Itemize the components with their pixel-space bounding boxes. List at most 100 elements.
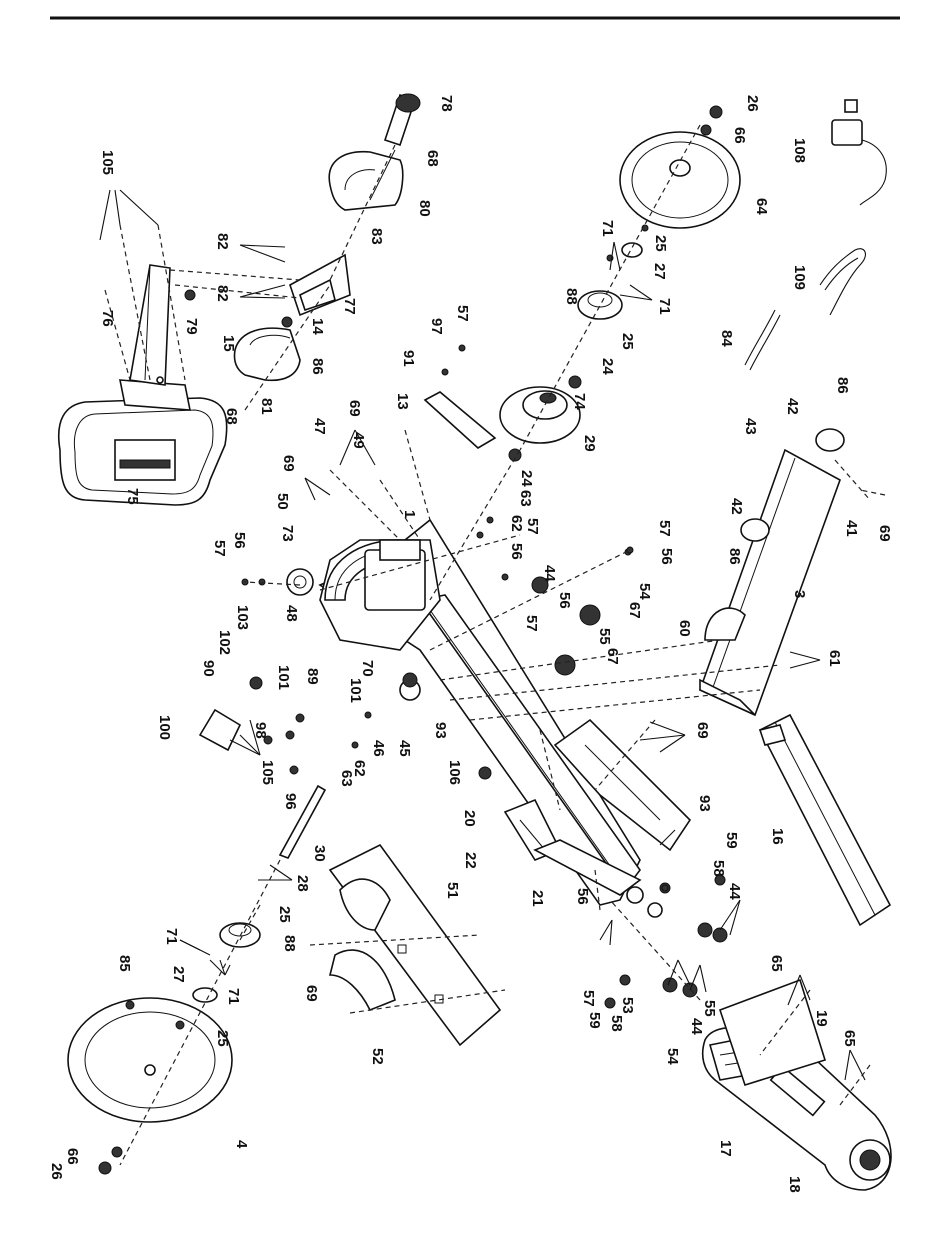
part-label-73: 73 xyxy=(279,525,296,542)
part-label-86a: 86 xyxy=(309,358,326,375)
part-label-66a: 66 xyxy=(731,127,748,144)
part-label-78: 78 xyxy=(438,95,455,112)
part-label-101a: 101 xyxy=(275,665,292,690)
part-label-21: 21 xyxy=(529,890,546,907)
part-label-71b: 71 xyxy=(656,298,673,315)
part-label-42a: 42 xyxy=(784,398,801,415)
part-label-62b: 62 xyxy=(351,760,368,777)
part-label-22: 22 xyxy=(462,852,479,869)
part-label-42b: 42 xyxy=(728,498,745,515)
part-label-69e: 69 xyxy=(303,985,320,1002)
part-label-82a: 82 xyxy=(214,233,231,250)
part-label-16: 16 xyxy=(769,828,786,845)
part-label-1: 1 xyxy=(401,510,418,518)
axle xyxy=(278,784,327,859)
part-label-56d: 56 xyxy=(556,592,573,609)
part-label-105a: 105 xyxy=(99,150,116,175)
seat-carriage xyxy=(119,264,191,411)
part-label-63a: 63 xyxy=(517,490,534,507)
part-label-82b: 82 xyxy=(214,285,231,302)
handle-grip xyxy=(328,949,396,1012)
part-label-77: 77 xyxy=(341,298,358,315)
part-label-25a: 25 xyxy=(652,235,669,252)
part-label-109: 109 xyxy=(791,265,808,290)
foot-assembly xyxy=(701,978,892,1191)
part-label-62a: 62 xyxy=(508,515,525,532)
part-label-60: 60 xyxy=(676,620,693,637)
part-label-86c: 86 xyxy=(726,548,743,565)
part-label-106: 106 xyxy=(446,760,463,785)
part-label-30: 30 xyxy=(311,845,328,862)
part-label-49: 49 xyxy=(350,432,367,449)
part-label-67b: 67 xyxy=(604,648,621,665)
part-label-67a: 67 xyxy=(626,602,643,619)
part-label-58b: 58 xyxy=(608,1015,625,1032)
part-label-57b: 57 xyxy=(454,305,471,322)
part-label-3: 3 xyxy=(791,590,808,598)
part-label-69d: 69 xyxy=(694,722,711,739)
stabilizer-bracket xyxy=(423,391,497,449)
part-label-25b: 25 xyxy=(619,333,636,350)
part-label-19: 19 xyxy=(813,1010,830,1027)
front-cover xyxy=(328,843,502,1047)
part-label-75: 75 xyxy=(124,488,141,505)
part-label-4: 4 xyxy=(233,1140,250,1149)
part-label-15: 15 xyxy=(220,335,237,352)
part-label-17: 17 xyxy=(717,1140,734,1157)
part-label-66b: 66 xyxy=(64,1148,81,1165)
part-label-96: 96 xyxy=(282,793,299,810)
part-label-55a: 55 xyxy=(596,628,613,645)
part-label-27a: 27 xyxy=(651,263,668,280)
part-label-58a: 58 xyxy=(710,860,727,877)
part-label-80: 80 xyxy=(416,200,433,217)
part-label-57f: 57 xyxy=(580,990,597,1007)
part-label-69b: 69 xyxy=(280,455,297,472)
part-label-68b: 68 xyxy=(223,408,240,425)
part-label-56c: 56 xyxy=(658,548,675,565)
part-label-101b: 101 xyxy=(347,678,364,703)
part-label-48: 48 xyxy=(283,605,300,622)
part-label-54b: 54 xyxy=(664,1048,681,1065)
part-label-69a: 69 xyxy=(346,400,363,417)
part-label-70: 70 xyxy=(359,660,376,677)
part-label-55b: 55 xyxy=(701,1000,718,1017)
assembly-lines xyxy=(104,124,886,1166)
part-label-44c: 44 xyxy=(688,1018,705,1035)
part-label-65a: 65 xyxy=(768,955,785,972)
flywheel-disc-left xyxy=(67,997,233,1123)
part-label-28: 28 xyxy=(294,875,311,892)
part-label-57e: 57 xyxy=(523,615,540,632)
part-label-43: 43 xyxy=(742,418,759,435)
part-label-41: 41 xyxy=(843,520,860,537)
part-label-71c: 71 xyxy=(163,928,180,945)
hub-right xyxy=(577,242,643,320)
part-label-57c: 57 xyxy=(524,518,541,535)
pedal-arm xyxy=(533,839,642,896)
flywheel-disc-right xyxy=(619,131,741,229)
handlebar-assembly xyxy=(328,93,421,211)
part-label-102: 102 xyxy=(216,630,233,655)
part-label-93a: 93 xyxy=(432,722,449,739)
part-label-29: 29 xyxy=(581,435,598,452)
part-label-47: 47 xyxy=(311,418,328,435)
part-label-44b: 44 xyxy=(726,883,743,900)
side-shield xyxy=(553,718,692,852)
part-label-63b: 63 xyxy=(338,770,355,787)
pulley xyxy=(499,386,581,444)
part-label-53: 53 xyxy=(619,997,636,1014)
part-label-56a: 56 xyxy=(231,532,248,549)
part-label-76: 76 xyxy=(99,310,116,327)
part-label-25d: 25 xyxy=(214,1030,231,1047)
part-label-79: 79 xyxy=(183,318,200,335)
part-label-18: 18 xyxy=(786,1176,803,1193)
rail-guide xyxy=(758,713,892,927)
part-label-108: 108 xyxy=(791,138,808,163)
part-label-90: 90 xyxy=(200,660,217,677)
part-label-57d: 57 xyxy=(656,520,673,537)
part-label-46: 46 xyxy=(370,740,387,757)
part-label-85: 85 xyxy=(116,955,133,972)
part-label-25c: 25 xyxy=(276,906,293,923)
part-label-52: 52 xyxy=(369,1048,386,1065)
part-label-54a: 54 xyxy=(636,583,653,600)
